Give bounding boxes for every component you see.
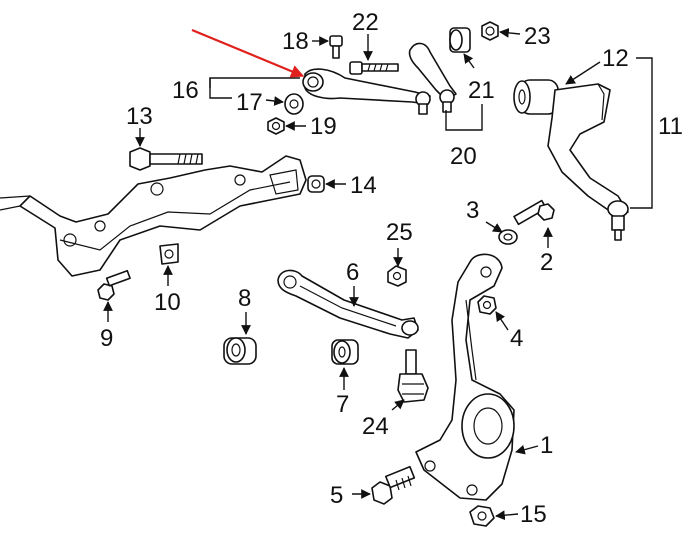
callout-16: 16 — [172, 77, 199, 104]
part-23-nut — [481, 21, 499, 41]
callout-15: 15 — [520, 501, 547, 528]
part-18-bolt — [329, 35, 343, 59]
callout-17: 17 — [236, 89, 263, 116]
part-8-bushing — [223, 337, 257, 365]
callout-10: 10 — [154, 289, 181, 316]
part-15-nut — [469, 505, 495, 527]
callout-9: 9 — [100, 325, 113, 352]
part-22-bolt — [349, 61, 399, 75]
callout-23: 23 — [524, 23, 551, 50]
part-10-bushing — [159, 243, 179, 265]
subframe — [0, 155, 307, 277]
part-25-nut — [387, 265, 407, 287]
part-6-lower-control-arm — [277, 269, 419, 339]
part-4-nut — [477, 295, 497, 315]
part-1-steering-knuckle — [415, 253, 515, 501]
callout-1: 1 — [540, 432, 553, 459]
highlight-arrow — [191, 28, 305, 78]
part-20-upper-control-arm — [408, 42, 457, 113]
part-17-bushing — [284, 93, 304, 115]
callout-25: 25 — [386, 219, 413, 246]
part-9-bolt — [97, 269, 131, 301]
callout-7: 7 — [336, 391, 349, 418]
part-24-ball-joint — [397, 349, 429, 403]
part-2-bolt — [513, 199, 555, 226]
part-5-bolt — [371, 465, 416, 505]
part-13-bolt — [129, 147, 203, 171]
part-14-bushing — [307, 175, 325, 193]
callout-labels: 1 2 3 4 5 6 7 8 9 10 11 12 13 14 15 16 1… — [100, 9, 683, 528]
callout-14: 14 — [350, 172, 377, 199]
part-19-nut — [267, 117, 285, 135]
callout-19: 19 — [310, 113, 337, 140]
part-12-bushing — [513, 79, 559, 115]
callout-18: 18 — [282, 28, 309, 55]
callout-6: 6 — [346, 259, 359, 286]
callout-24: 24 — [362, 413, 389, 440]
callout-3: 3 — [466, 197, 479, 224]
part-7-bushing — [331, 339, 359, 365]
part-3-washer — [498, 229, 518, 245]
part-11-upper-control-arm — [547, 83, 629, 241]
callout-2: 2 — [540, 249, 553, 276]
leader-lines — [103, 28, 653, 521]
callout-22: 22 — [352, 9, 379, 36]
callout-13: 13 — [126, 103, 153, 130]
callout-4: 4 — [510, 325, 523, 352]
callout-12: 12 — [602, 45, 629, 72]
callout-5: 5 — [330, 482, 343, 509]
part-16-upper-control-arm — [302, 68, 431, 115]
callout-8: 8 — [238, 285, 251, 312]
callout-11: 11 — [658, 113, 683, 140]
callout-21: 21 — [468, 77, 495, 104]
part-21-bushing — [449, 27, 471, 53]
callout-20: 20 — [450, 143, 477, 170]
